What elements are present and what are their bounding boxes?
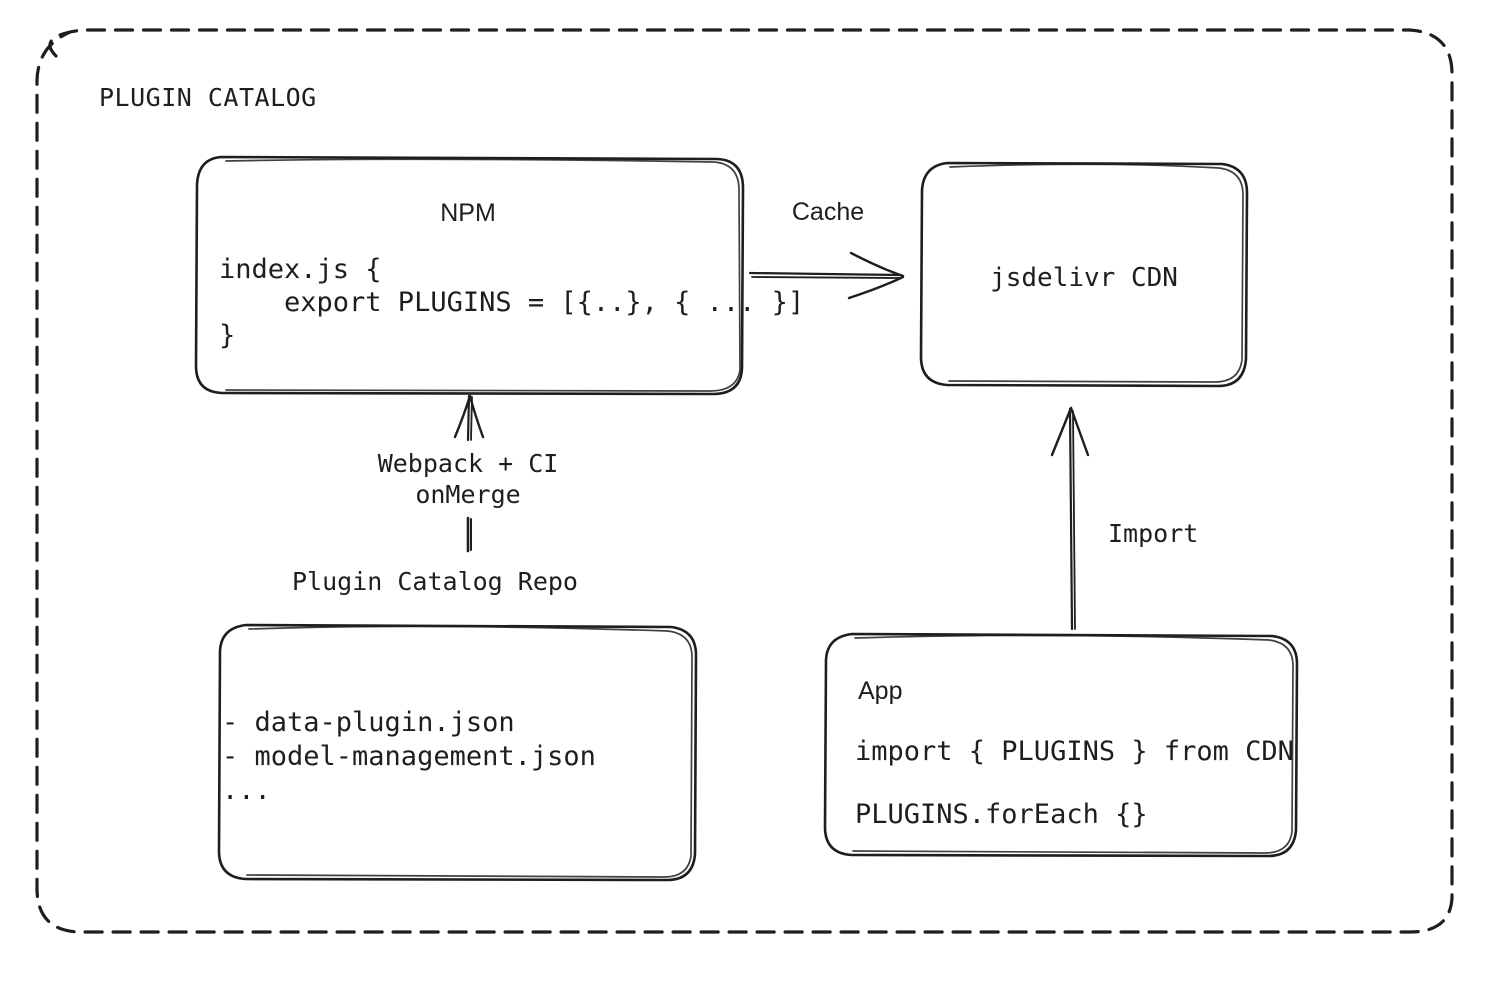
edge-label-cache: Cache <box>791 198 865 226</box>
app-node-title: App <box>858 677 903 705</box>
edge-label-import: Import <box>1108 519 1199 548</box>
npm-code-line-3: } <box>219 320 236 351</box>
repo-file-line-1: - data-plugin.json <box>222 707 515 738</box>
app-code-line-1: import { PLUGINS } from CDN <box>855 736 1294 767</box>
npm-code-line-1: index.js { <box>219 254 382 285</box>
repo-file-line-2: - model-management.json <box>222 741 596 772</box>
repo-caption: Plugin Catalog Repo <box>292 567 578 596</box>
edge-label-onmerge: onMerge <box>415 480 521 509</box>
edge-label-webpack-ci: Webpack + CI <box>377 449 559 478</box>
npm-node-title: NPM <box>440 199 496 227</box>
cdn-node-title: jsdelivr CDN <box>990 263 1178 293</box>
repo-file-line-3: ... <box>222 775 271 806</box>
container-title: PLUGIN CATALOG <box>99 83 317 112</box>
npm-code-line-2: export PLUGINS = [{..}, { ... }] <box>219 287 805 318</box>
edge-import-arrow <box>1050 406 1090 631</box>
app-code-line-2: PLUGINS.forEach {} <box>855 799 1148 830</box>
